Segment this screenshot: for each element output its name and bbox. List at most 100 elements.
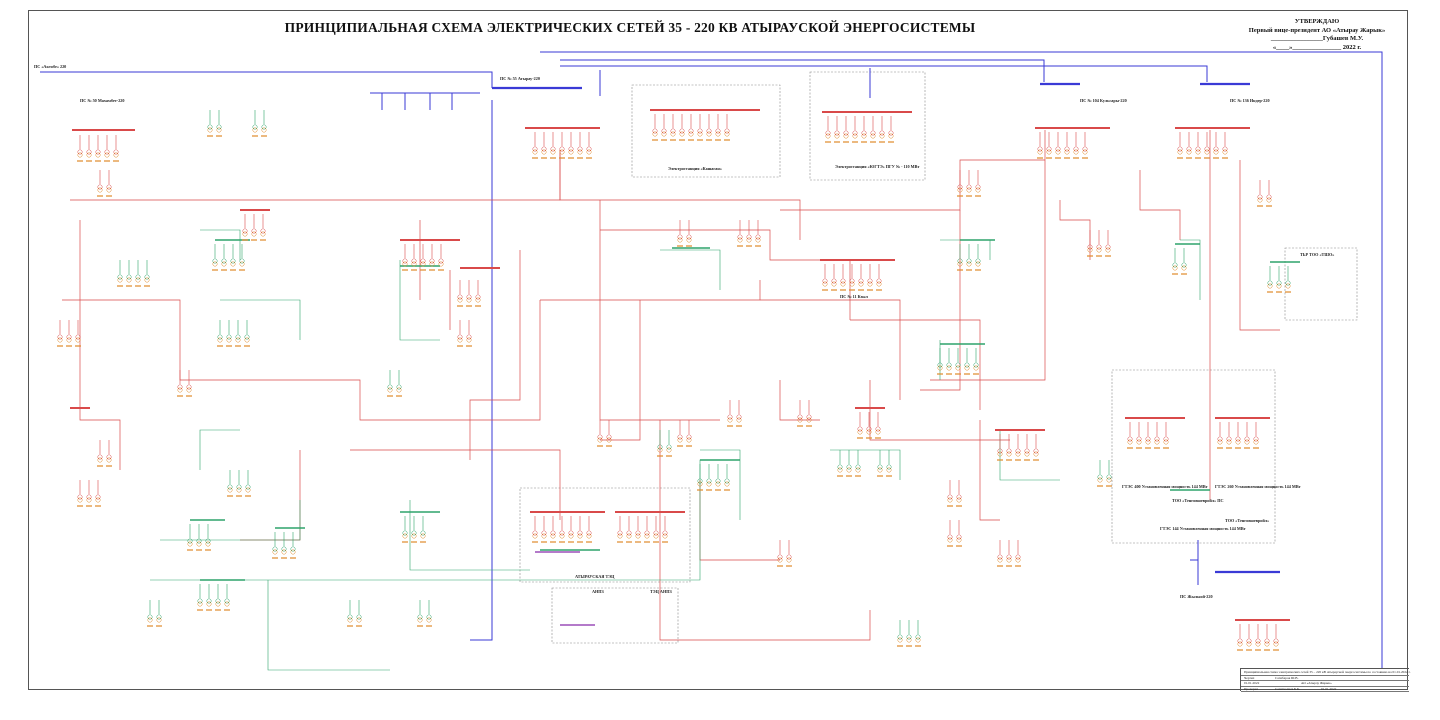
transformer-icon bbox=[688, 128, 694, 134]
transformer-icon bbox=[226, 334, 232, 340]
transformer-icon bbox=[242, 228, 248, 234]
transformer-winding-icon bbox=[117, 277, 123, 283]
transformer-icon bbox=[186, 384, 192, 390]
transformer-icon bbox=[626, 530, 632, 536]
stamp-date-2: 01.01.2022 bbox=[1321, 686, 1337, 691]
group-boxes bbox=[519, 71, 1358, 644]
transformer-icon bbox=[86, 494, 92, 500]
transformer-icon bbox=[746, 234, 752, 240]
transformer-winding-icon bbox=[1222, 149, 1228, 155]
transformer-icon bbox=[205, 538, 211, 544]
transformer-winding-icon bbox=[1266, 197, 1272, 203]
transformer-icon bbox=[260, 228, 266, 234]
transformer-icon bbox=[1195, 146, 1201, 152]
transformer-winding-icon bbox=[207, 127, 213, 133]
transformer-icon bbox=[75, 334, 81, 340]
transformer-winding-icon bbox=[411, 533, 417, 539]
transformer-icon bbox=[876, 278, 882, 284]
transformer-winding-icon bbox=[964, 365, 970, 371]
transformer-winding-icon bbox=[196, 541, 202, 547]
transformer-icon bbox=[737, 234, 743, 240]
transformer-winding-icon bbox=[261, 127, 267, 133]
transformer-winding-icon bbox=[677, 437, 683, 443]
transformer-winding-icon bbox=[457, 337, 463, 343]
transformer-icon bbox=[1097, 474, 1103, 480]
page-title: ПРИНЦИПИАЛЬНАЯ СХЕМА ЭЛЕКТРИЧЕСКИХ СЕТЕЙ… bbox=[284, 20, 976, 35]
transformer-winding-icon bbox=[1253, 439, 1259, 445]
transformer-winding-icon bbox=[252, 127, 258, 133]
transformer-winding-icon bbox=[888, 133, 894, 139]
transformer-icon bbox=[1046, 146, 1052, 152]
transformer-winding-icon bbox=[1136, 439, 1142, 445]
transformer-icon bbox=[457, 294, 463, 300]
transformer-winding-icon bbox=[57, 337, 63, 343]
transformer-winding-icon bbox=[104, 152, 110, 158]
transformer-icon bbox=[670, 128, 676, 134]
transformer-winding-icon bbox=[1204, 149, 1210, 155]
approval-block: УТВЕРЖДАЮ Первый вице-президент АО «Атыр… bbox=[1232, 18, 1402, 52]
transformer-winding-icon bbox=[396, 387, 402, 393]
transformer-icon bbox=[855, 464, 861, 470]
transformer-winding-icon bbox=[356, 617, 362, 623]
transformer-icon bbox=[997, 448, 1003, 454]
transformer-winding-icon bbox=[706, 481, 712, 487]
transformer-icon bbox=[797, 414, 803, 420]
transformer-icon bbox=[126, 274, 132, 280]
transformer-winding-icon bbox=[226, 337, 232, 343]
busbars-110 bbox=[70, 109, 1290, 621]
transformer-icon bbox=[786, 554, 792, 560]
transformer-icon bbox=[1177, 146, 1183, 152]
transformer-icon bbox=[197, 598, 203, 604]
transformer-icon bbox=[866, 426, 872, 432]
transformer-winding-icon bbox=[66, 337, 72, 343]
ggtu-box bbox=[809, 71, 926, 181]
stamp-role-2: Проверил bbox=[1244, 686, 1259, 691]
transformer-icon bbox=[281, 546, 287, 552]
lines-110kv bbox=[62, 130, 1280, 641]
stamp-doc-title: Принципиальная схема электрических сетей… bbox=[1244, 670, 1411, 674]
transformer-winding-icon bbox=[541, 533, 547, 539]
transformer-icon bbox=[1082, 146, 1088, 152]
transformer-winding-icon bbox=[429, 261, 435, 267]
transformer-icon bbox=[1024, 448, 1030, 454]
transformer-winding-icon bbox=[626, 533, 632, 539]
transformer-icon bbox=[652, 128, 658, 134]
transformer-winding-icon bbox=[1097, 477, 1103, 483]
transformer-winding-icon bbox=[606, 437, 612, 443]
atyrau-tec-box bbox=[519, 487, 691, 583]
transformer-icon bbox=[849, 278, 855, 284]
captions: ПС № 55 Атырау-220 ПС № 104 Кульсары-220… bbox=[34, 64, 1334, 599]
transformer-winding-icon bbox=[1213, 149, 1219, 155]
transformer-winding-icon bbox=[186, 387, 192, 393]
transformer-winding-icon bbox=[135, 277, 141, 283]
transformer-icon bbox=[106, 184, 112, 190]
transformer-winding-icon bbox=[877, 467, 883, 473]
transformer-icon bbox=[77, 494, 83, 500]
transformer-icon bbox=[429, 258, 435, 264]
transformer-winding-icon bbox=[260, 231, 266, 237]
transformer-winding-icon bbox=[1237, 641, 1243, 647]
transformer-icon bbox=[677, 434, 683, 440]
transformer-icon bbox=[1217, 436, 1223, 442]
transformer-icon bbox=[86, 149, 92, 155]
transformer-winding-icon bbox=[724, 481, 730, 487]
transformer-winding-icon bbox=[187, 541, 193, 547]
transformer-icon bbox=[1285, 280, 1291, 286]
transformer-winding-icon bbox=[235, 337, 241, 343]
transformer-winding-icon bbox=[215, 601, 221, 607]
transformer-icon bbox=[568, 146, 574, 152]
transformer-icon bbox=[840, 278, 846, 284]
transformer-icon bbox=[947, 494, 953, 500]
transformer-winding-icon bbox=[1172, 265, 1178, 271]
label-gtes-400: ГТЭС 400 Установленная мощность 144 МВт bbox=[1122, 484, 1208, 489]
transformer-winding-icon bbox=[559, 533, 565, 539]
transformer-icon bbox=[227, 484, 233, 490]
transformer-icon bbox=[577, 530, 583, 536]
transformer-icon bbox=[964, 362, 970, 368]
transformer-icon bbox=[662, 530, 668, 536]
transformer-icon bbox=[966, 184, 972, 190]
transformer-winding-icon bbox=[715, 481, 721, 487]
transformer-winding-icon bbox=[550, 149, 556, 155]
stamp-org: АО «Атырау Жарык» bbox=[1301, 681, 1332, 685]
label-kpo: ТЬР ТОО «ТШО» bbox=[1300, 252, 1334, 257]
